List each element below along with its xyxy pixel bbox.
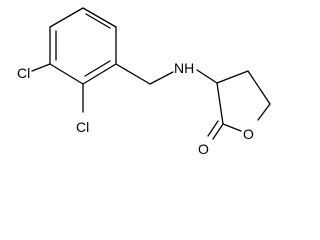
ring-bond-lower-right <box>82 63 117 85</box>
cl-upper-bond <box>31 63 51 72</box>
ring-bond-upper-left <box>49 7 84 28</box>
lactone-bond-c2-c3 <box>216 82 224 125</box>
amine-label: NH <box>174 60 194 76</box>
carbonyl-oxygen-label: O <box>198 141 209 157</box>
structure-canvas: Cl Cl NH O O <box>17 7 271 157</box>
ring-bond-top-inner <box>85 13 111 29</box>
ring-bond-top <box>82 7 117 28</box>
ch2-nh-bond <box>149 71 174 85</box>
ring-bond-lower-left <box>49 63 84 85</box>
lactone-bond-o-c2 <box>222 123 242 132</box>
molecule-drawing: Cl Cl NH O O <box>17 7 271 157</box>
carbonyl-bond-1 <box>212 123 224 140</box>
ring-oxygen-label: O <box>243 126 254 142</box>
lactone-bond-c5-o <box>257 103 271 121</box>
aryl-ch2-bond <box>115 63 151 85</box>
lactone-bond-c3-c4 <box>216 70 249 84</box>
lactone-ring <box>216 70 271 132</box>
carbonyl-bond-2 <box>207 120 219 137</box>
ring-bond-lower-right-inner <box>84 60 111 77</box>
lactone-bond-c4-c5 <box>247 70 271 105</box>
nh-ring-bond <box>196 69 218 84</box>
cl-upper-label: Cl <box>17 65 30 81</box>
cl-lower-label: Cl <box>76 119 89 135</box>
benzene-ring <box>49 7 117 85</box>
